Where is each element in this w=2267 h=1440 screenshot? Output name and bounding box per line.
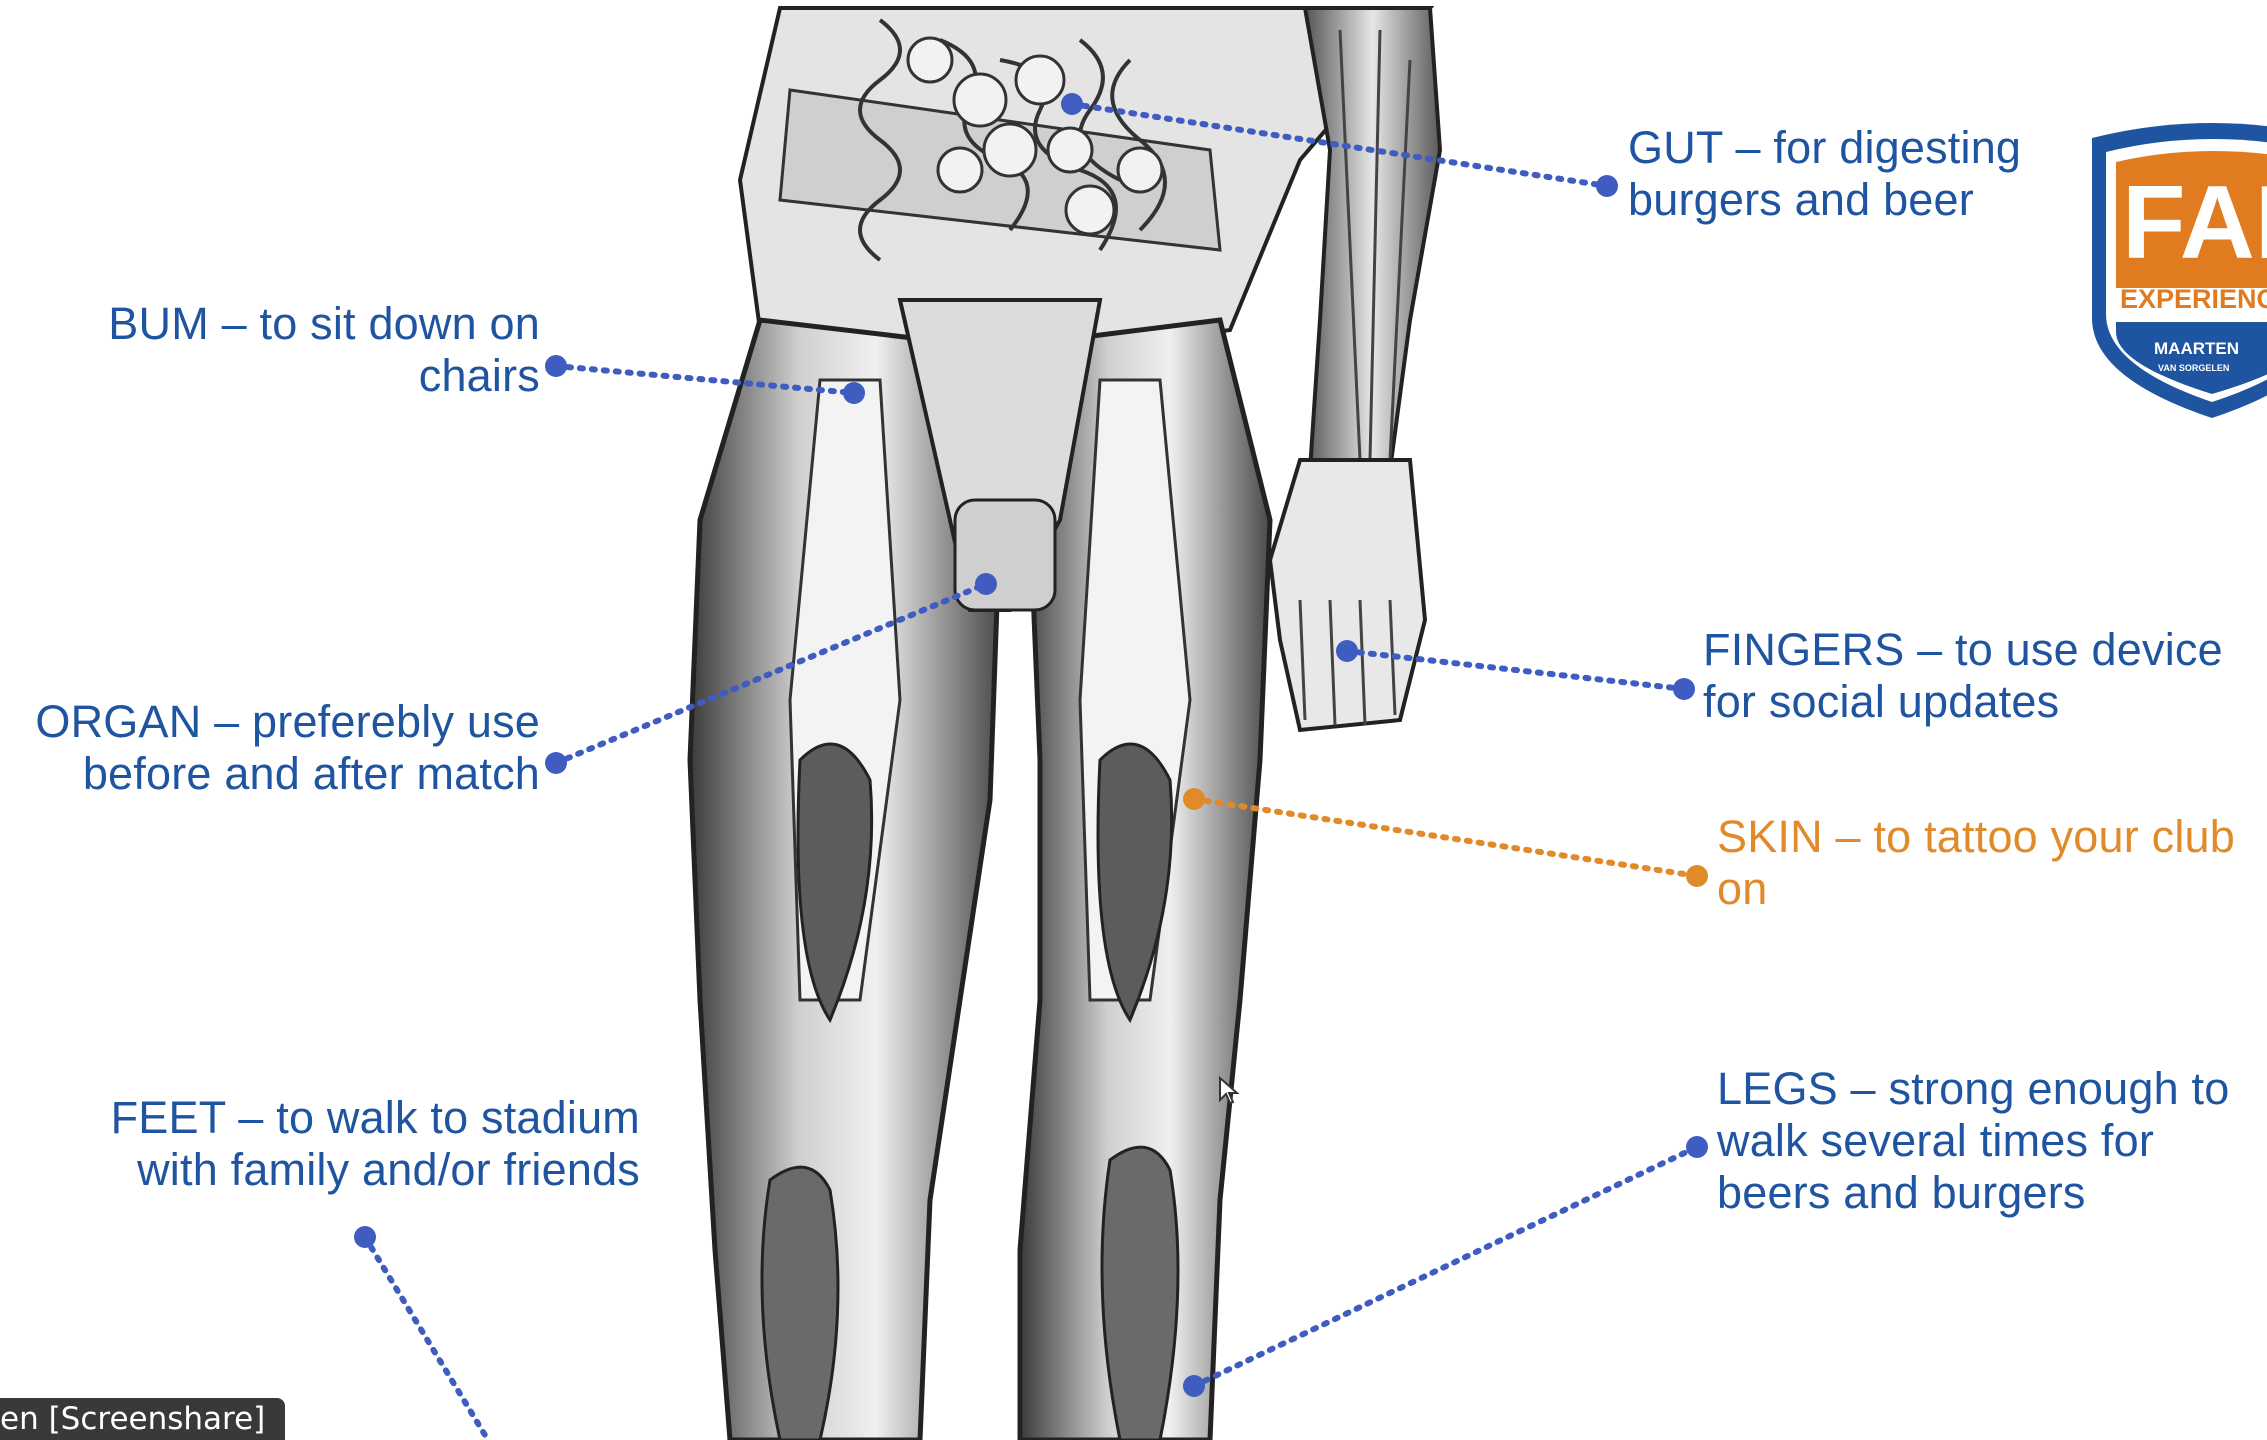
dot-gut-start (1061, 93, 1083, 115)
logo-owner-sub: VAN SORGELEN (2158, 363, 2229, 373)
label-skin: SKIN – to tattoo your club on (1717, 811, 2257, 915)
dot-gut-end (1596, 175, 1618, 197)
pointer-skin (1194, 799, 1697, 876)
dot-organ-end (545, 752, 567, 774)
pointer-legs (1194, 1147, 1697, 1386)
dot-legs-start (1183, 1375, 1205, 1397)
pointer-feet (365, 1237, 488, 1440)
dot-skin-start (1183, 788, 1205, 810)
label-organ-head: ORGAN (35, 696, 201, 747)
label-bum-text: – to sit down on chairs (209, 298, 540, 401)
label-bum-head: BUM (108, 298, 209, 349)
label-skin-head: SKIN (1717, 811, 1823, 862)
dot-fingers-end (1673, 678, 1695, 700)
screenshare-label: en [Screenshare] (0, 1398, 285, 1440)
label-legs: LEGS – strong enough to walk several tim… (1717, 1063, 2257, 1219)
logo-owner: MAARTEN (2154, 339, 2239, 358)
label-gut: GUT – for digesting burgers and beer (1628, 122, 2048, 226)
label-gut-head: GUT (1628, 122, 1723, 173)
dot-fingers-start (1336, 640, 1358, 662)
label-feet: FEET – to walk to stadium with family an… (100, 1092, 640, 1196)
dot-skin-end (1686, 865, 1708, 887)
dot-feet-start (354, 1226, 376, 1248)
label-feet-head: FEET (111, 1092, 226, 1143)
dot-bum-start (843, 382, 865, 404)
label-bum: BUM – to sit down on chairs (60, 298, 540, 402)
label-fingers-head: FINGERS (1703, 624, 1904, 675)
dot-organ-start (975, 573, 997, 595)
dot-bum-end (545, 355, 567, 377)
label-legs-head: LEGS (1717, 1063, 1838, 1114)
label-organ: ORGAN – preferebly use before and after … (10, 696, 540, 800)
logo-sub-text: EXPERIENCE (2120, 284, 2267, 314)
mouse-cursor-icon (1218, 1076, 1240, 1106)
fan-experience-logo: FAN EXPERIENCE MAARTEN VAN SORGELEN (2082, 118, 2267, 428)
logo-brand-text: FAN (2122, 165, 2267, 281)
dot-legs-end (1686, 1136, 1708, 1158)
label-fingers: FINGERS – to use device for social updat… (1703, 624, 2243, 728)
